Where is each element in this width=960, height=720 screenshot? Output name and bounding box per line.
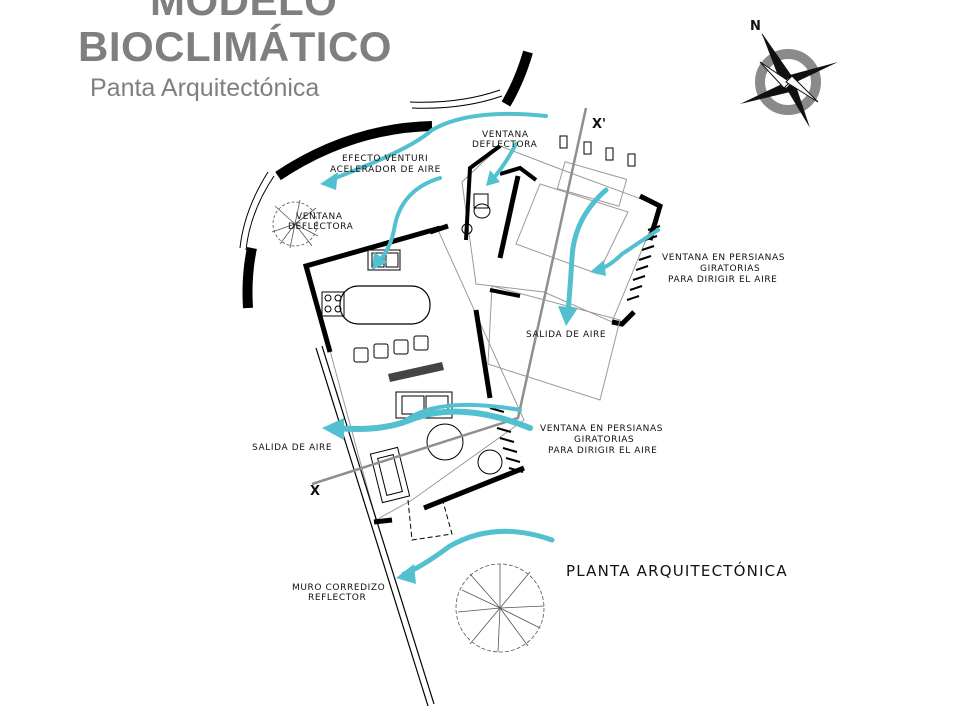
svg-text:PARA DIRIGIR EL AIRE: PARA DIRIGIR EL AIRE: [548, 446, 657, 456]
label-persianas-right: VENTANA EN PERSIANAS GIRATORIAS PARA DIR…: [662, 253, 785, 285]
living-block: [302, 223, 525, 541]
label-persianas-bottom: VENTANA EN PERSIANAS GIRATORIAS PARA DIR…: [540, 424, 663, 456]
label-salida-aire-left: SALIDA DE AIRE: [252, 443, 332, 453]
svg-text:ACELERADOR DE AIRE: ACELERADOR DE AIRE: [330, 165, 441, 175]
label-efecto-venturi: EFECTO VENTURI ACELERADOR DE AIRE: [330, 154, 441, 175]
windbreak-thin-walls: [239, 89, 503, 251]
axis-label-x-prime: X': [592, 117, 606, 132]
label-muro-corredizo: MURO CORREDIZO REFLECTOR: [292, 583, 385, 603]
subtitle: Panta Arquitectónica: [90, 74, 320, 102]
title-line-1: MODELO: [150, 0, 338, 24]
axis-label-x: X: [310, 484, 320, 499]
svg-text:VENTANA EN PERSIANAS: VENTANA EN PERSIANAS: [662, 253, 785, 263]
svg-text:VENTANA EN PERSIANAS: VENTANA EN PERSIANAS: [540, 424, 663, 434]
title-block: MODELO BIOCLIMÁTICO Panta Arquitectónica: [78, 0, 438, 102]
label-ventana-deflectora-top: VENTANA DEFLECTORA: [472, 130, 538, 150]
north-label: N: [750, 19, 761, 34]
svg-text:PARA DIRIGIR EL AIRE: PARA DIRIGIR EL AIRE: [668, 275, 777, 285]
title-line-2: BIOCLIMÁTICO: [78, 23, 392, 70]
label-ventana-deflectora-left: VENTANA DEFLECTORA: [288, 212, 354, 232]
louvers-right: [626, 225, 661, 301]
svg-text:VENTANA: VENTANA: [296, 212, 343, 222]
svg-text:VENTANA: VENTANA: [482, 130, 529, 140]
label-planta-arquitectonica: PLANTA ARQUITECTÓNICA: [566, 561, 788, 580]
tree-bottom-icon: [455, 563, 545, 653]
svg-text:GIRATORIAS: GIRATORIAS: [574, 435, 634, 445]
section-line: [311, 107, 588, 486]
svg-text:DEFLECTORA: DEFLECTORA: [472, 140, 538, 150]
north-arrow-compass-icon: N: [740, 19, 838, 128]
svg-text:EFECTO VENTURI: EFECTO VENTURI: [342, 154, 428, 164]
tree-top-left-icon: [271, 199, 319, 249]
label-salida-aire-center: SALIDA DE AIRE: [526, 330, 606, 340]
sliding-reflector-wall: [315, 345, 435, 707]
airflow-arrows: [320, 111, 660, 584]
svg-text:REFLECTOR: REFLECTOR: [308, 593, 366, 603]
svg-text:DEFLECTORA: DEFLECTORA: [288, 222, 354, 232]
svg-text:MURO CORREDIZO: MURO CORREDIZO: [292, 583, 385, 593]
windbreak-walls: [242, 50, 533, 309]
svg-text:GIRATORIAS: GIRATORIAS: [700, 264, 760, 274]
